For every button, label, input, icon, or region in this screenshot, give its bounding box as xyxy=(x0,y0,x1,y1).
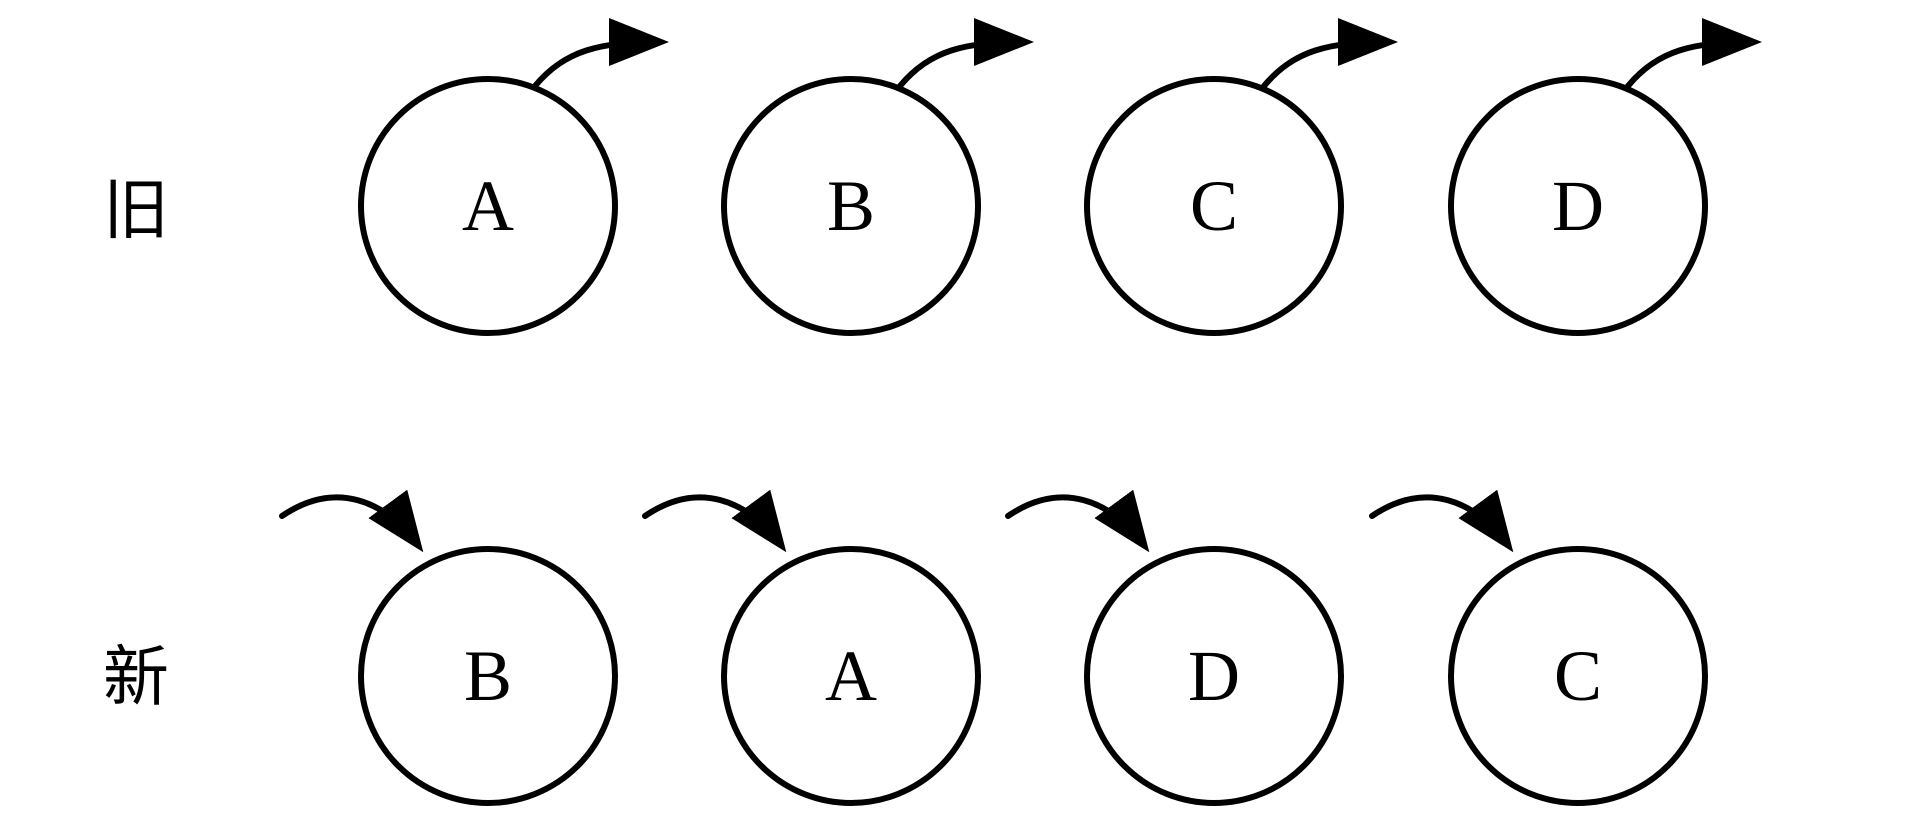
node-label: A xyxy=(462,166,514,246)
node-old-4: D xyxy=(1448,18,1762,336)
row-label-old: 旧 xyxy=(103,172,169,249)
node-circle xyxy=(1448,76,1708,336)
node-label: D xyxy=(1552,166,1604,246)
node-circle xyxy=(721,546,981,806)
node-new-3: D xyxy=(1005,489,1344,806)
node-circle xyxy=(1084,76,1344,336)
arrow-out-icon xyxy=(1625,18,1762,89)
arrow-out-icon xyxy=(532,18,669,89)
node-old-3: C xyxy=(1084,18,1398,336)
row-new: 新 B A D C xyxy=(103,489,1708,806)
row-old: 旧 A B C D xyxy=(103,18,1762,336)
arrow-out-icon xyxy=(1261,18,1398,89)
node-circle xyxy=(721,76,981,336)
node-old-2: B xyxy=(721,18,1034,336)
arrow-in-icon xyxy=(279,489,424,553)
arrow-out-icon xyxy=(897,18,1034,89)
row-label-new: 新 xyxy=(103,639,169,716)
node-label: C xyxy=(1190,166,1238,246)
arrow-in-icon xyxy=(1005,489,1150,553)
node-circle xyxy=(358,76,618,336)
node-new-2: A xyxy=(642,489,981,806)
node-new-1: B xyxy=(279,489,618,806)
node-old-1: A xyxy=(358,18,669,336)
node-label: A xyxy=(825,636,877,716)
node-new-4: C xyxy=(1369,489,1708,806)
node-label: B xyxy=(464,636,512,716)
arrow-in-icon xyxy=(642,489,787,553)
arrow-in-icon xyxy=(1369,489,1514,553)
node-label: D xyxy=(1188,636,1240,716)
node-label: B xyxy=(827,166,875,246)
node-circle xyxy=(1084,546,1344,806)
node-label: C xyxy=(1554,636,1602,716)
node-circle xyxy=(358,546,618,806)
node-circle xyxy=(1448,546,1708,806)
